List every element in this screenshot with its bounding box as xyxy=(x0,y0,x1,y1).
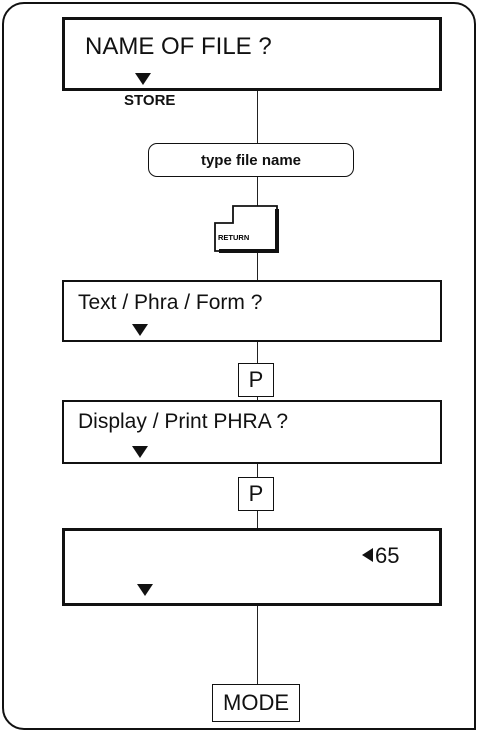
cursor-marker xyxy=(137,584,153,596)
store-label: STORE xyxy=(124,92,176,109)
cursor-marker xyxy=(132,446,148,458)
lcd-text-text-phra-form: Text / Phra / Form ? xyxy=(78,291,263,314)
cursor-marker xyxy=(132,324,148,336)
count-value: 65 xyxy=(375,543,400,568)
lcd-screen-display-print: Display / Print PHRA ? xyxy=(62,400,442,464)
lcd-screen-count: 65 xyxy=(62,528,442,606)
return-key-label: RETURN xyxy=(218,233,249,242)
diagram-frame xyxy=(2,2,476,730)
lcd-screen-text-phra-form: Text / Phra / Form ? xyxy=(62,280,442,342)
count-display: 65 xyxy=(362,543,399,569)
p-key: P xyxy=(238,477,274,511)
left-arrow-icon xyxy=(362,548,373,563)
lcd-text-name-of-file: NAME OF FILE ? xyxy=(85,33,272,60)
mode-key: MODE xyxy=(212,684,300,722)
lcd-screen-name-of-file: NAME OF FILE ? xyxy=(62,17,442,91)
lcd-text-display-print: Display / Print PHRA ? xyxy=(78,410,289,433)
return-key-icon: RETURN xyxy=(214,205,279,253)
cursor-marker xyxy=(135,73,151,85)
type-file-name-step: type file name xyxy=(148,143,354,177)
p-key: P xyxy=(238,363,274,397)
